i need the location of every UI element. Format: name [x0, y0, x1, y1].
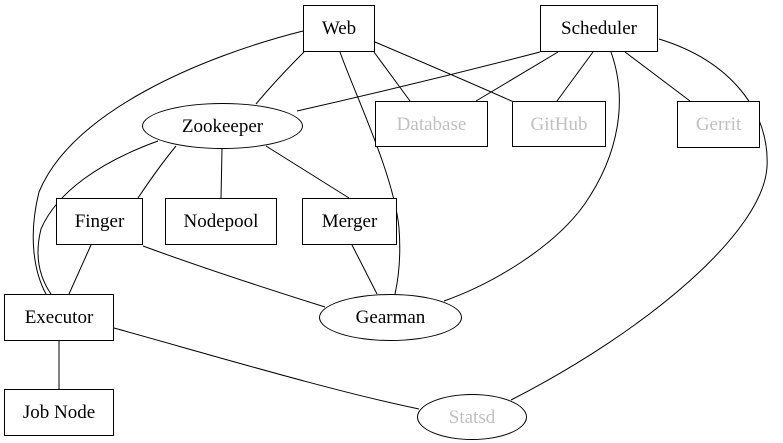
edge-web-zookeeper: [255, 51, 305, 105]
edge-executor-statsd: [113, 327, 420, 410]
node-zookeeper: Zookeeper: [142, 103, 303, 149]
edge-scheduler-gearman: [443, 51, 620, 302]
node-gearman-label: Gearman: [355, 307, 426, 328]
node-gerrit-label: Gerrit: [695, 114, 742, 135]
edge-zookeeper-finger: [137, 145, 177, 199]
node-gerrit: Gerrit: [677, 101, 760, 148]
node-executor: Executor: [4, 294, 114, 341]
edge-merger-gearman: [351, 244, 378, 295]
edge-zookeeper-merger: [265, 145, 350, 199]
edge-scheduler-gerrit: [624, 51, 691, 102]
node-zookeeper-label: Zookeeper: [181, 115, 264, 137]
node-nodepool-label: Nodepool: [183, 211, 259, 232]
node-finger-label: Finger: [74, 211, 125, 232]
node-github: GitHub: [512, 101, 606, 147]
node-database: Database: [375, 101, 488, 147]
node-web-label: Web: [321, 18, 357, 39]
edge-scheduler-database: [475, 51, 559, 102]
edge-scheduler-statsd: [510, 38, 768, 401]
node-finger: Finger: [56, 198, 143, 245]
node-scheduler: Scheduler: [540, 5, 658, 52]
node-web: Web: [303, 5, 375, 52]
edge-finger-executor: [68, 244, 92, 295]
node-statsd-label: Statsd: [448, 406, 496, 428]
node-github-label: GitHub: [530, 113, 588, 135]
node-gearman: Gearman: [319, 294, 462, 341]
node-merger-label: Merger: [321, 211, 378, 232]
node-database-label: Database: [396, 113, 467, 135]
edge-web-executor: [32, 30, 304, 295]
node-nodepool: Nodepool: [165, 198, 277, 245]
edge-scheduler-zookeeper: [296, 51, 541, 112]
edge-web-github: [374, 41, 517, 104]
edge-scheduler-github: [556, 51, 594, 102]
node-scheduler-label: Scheduler: [561, 18, 637, 39]
node-jobnode-label: Job Node: [22, 402, 96, 423]
edge-finger-gearman: [142, 245, 326, 308]
node-merger: Merger: [302, 198, 397, 245]
edge-zookeeper-executor: [37, 140, 159, 295]
edge-zookeeper-nodepool: [220, 148, 223, 199]
edge-web-database: [373, 51, 411, 102]
node-executor-label: Executor: [24, 307, 94, 328]
node-statsd: Statsd: [417, 394, 527, 440]
node-jobnode: Job Node: [4, 389, 114, 436]
